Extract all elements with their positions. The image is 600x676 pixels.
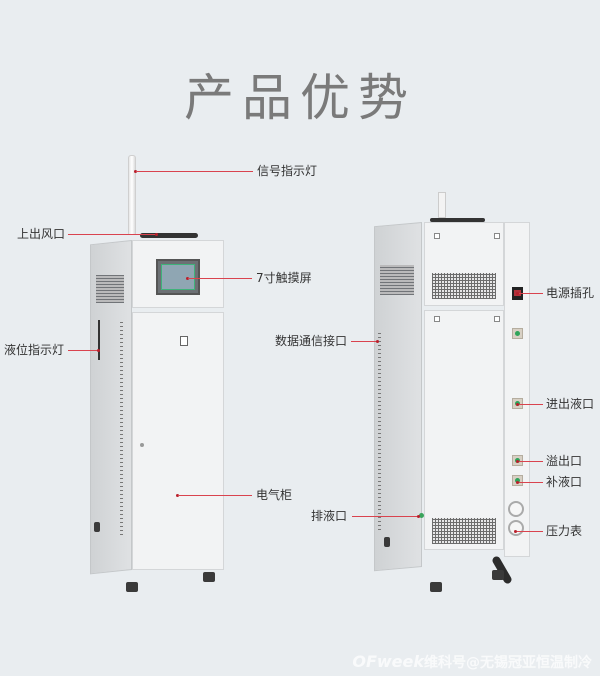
pressure-gauge (508, 520, 524, 536)
label-overflow: 溢出口 (546, 454, 583, 468)
callout-line (519, 461, 543, 462)
watermark-text: 维科号@无锡冠亚恒温制冷 (424, 655, 592, 671)
callout-dot (134, 170, 137, 173)
watermark: OFweek维科号@无锡冠亚恒温制冷 (352, 652, 592, 672)
electrical-cabinet-door[interactable] (132, 312, 224, 570)
side-vent (380, 265, 414, 295)
rear-top-handle (430, 218, 485, 222)
port[interactable] (512, 328, 523, 339)
label-drain: 排液口 (311, 509, 348, 523)
callout-dot (186, 277, 189, 280)
label-electrical-cabinet: 电气柜 (256, 488, 293, 502)
callout-line (351, 341, 377, 342)
top-handle (140, 233, 198, 238)
panel-latch (434, 233, 440, 239)
label-pressure-gauge: 压力表 (546, 524, 583, 538)
page-title: 产品优势 (184, 69, 416, 127)
label-data-comm-port: 数据通信接口 (275, 334, 348, 348)
side-perforation (378, 330, 381, 530)
caster-wheel (384, 537, 390, 547)
callout-dot (514, 530, 517, 533)
rear-lower-panel (424, 310, 504, 550)
caster-wheel (492, 570, 504, 580)
pressure-gauge (508, 501, 524, 517)
label-signal-light: 信号指示灯 (257, 164, 318, 178)
callout-line (519, 293, 543, 294)
callout-line (517, 531, 543, 532)
callout-dot (97, 349, 100, 352)
touchscreen-display[interactable] (156, 259, 200, 295)
main-switch[interactable] (180, 336, 188, 346)
callout-dot (516, 403, 519, 406)
side-vent (96, 275, 124, 303)
callout-line (178, 495, 252, 496)
drain-valve[interactable] (419, 513, 424, 518)
callout-line (136, 171, 253, 172)
callout-line (519, 404, 543, 405)
panel-latch (494, 233, 500, 239)
caster-wheel (430, 582, 442, 592)
refill-port[interactable] (512, 475, 523, 486)
label-level-indicator: 液位指示灯 (4, 343, 65, 357)
panel-latch (494, 316, 500, 322)
label-touchscreen: 7寸触摸屏 (256, 271, 312, 285)
caster-wheel (94, 522, 100, 532)
label-inlet-outlet: 进出液口 (546, 397, 595, 411)
callout-line (352, 516, 418, 517)
callout-line (68, 234, 156, 235)
callout-dot (155, 233, 158, 236)
rear-signal-tower (438, 192, 446, 218)
level-indicator-tube (98, 320, 100, 360)
signal-light-tower (128, 155, 136, 235)
side-perforation (120, 320, 123, 535)
callout-dot (516, 460, 519, 463)
door-lock[interactable] (140, 443, 144, 447)
caster-wheel (203, 572, 215, 582)
callout-dot (376, 340, 379, 343)
lower-grille (432, 518, 496, 544)
callout-line (188, 278, 252, 279)
label-refill: 补液口 (546, 475, 583, 489)
upper-grille (432, 273, 496, 299)
callout-dot (516, 292, 519, 295)
callout-dot (417, 515, 420, 518)
callout-line (68, 350, 98, 351)
callout-dot (176, 494, 179, 497)
label-top-air-outlet: 上出风口 (17, 227, 66, 241)
caster-wheel (126, 582, 138, 592)
panel-latch (434, 316, 440, 322)
watermark-brand: OFweek (352, 652, 424, 671)
callout-line (519, 482, 543, 483)
callout-dot (516, 481, 519, 484)
label-power-socket: 电源插孔 (546, 286, 595, 300)
